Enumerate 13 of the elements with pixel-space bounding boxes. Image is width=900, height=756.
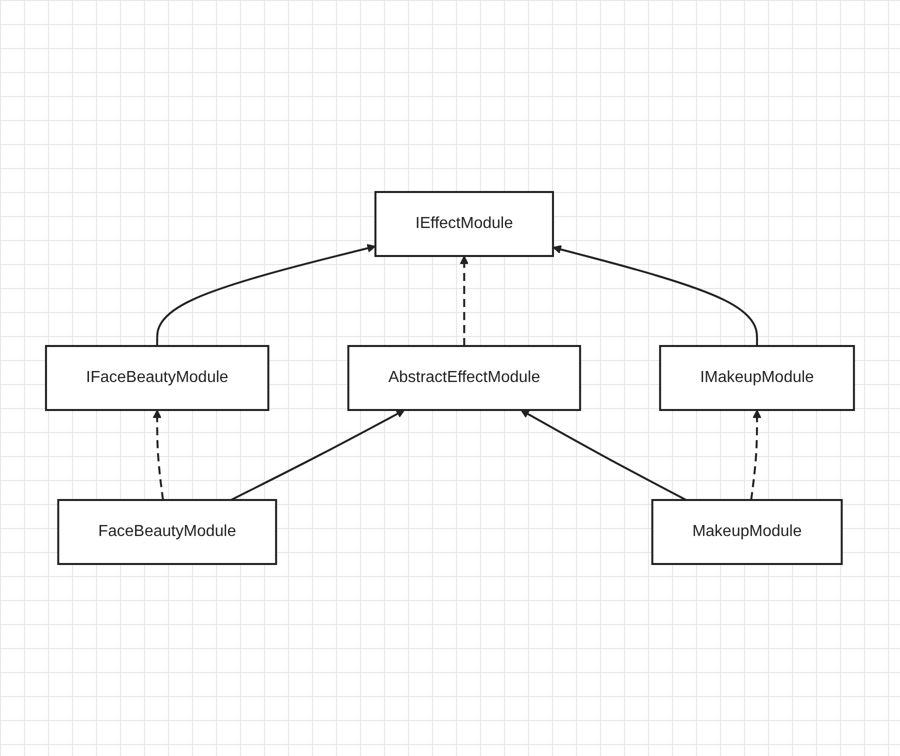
arrow: [156, 244, 376, 346]
arrow: [230, 410, 405, 501]
arrow: [460, 256, 469, 346]
node-box: IFaceBeautyModule: [45, 345, 270, 411]
node-box: MakeupModule: [651, 499, 843, 565]
arrow: [750, 410, 762, 500]
arrow: [552, 245, 758, 346]
node-box: AbstractEffectModule: [347, 345, 582, 411]
arrow: [520, 410, 687, 501]
node-box: IEffectModule: [374, 191, 554, 257]
node-box: IMakeupModule: [659, 345, 855, 411]
arrow: [152, 410, 164, 500]
node-box: FaceBeautyModule: [57, 499, 278, 565]
